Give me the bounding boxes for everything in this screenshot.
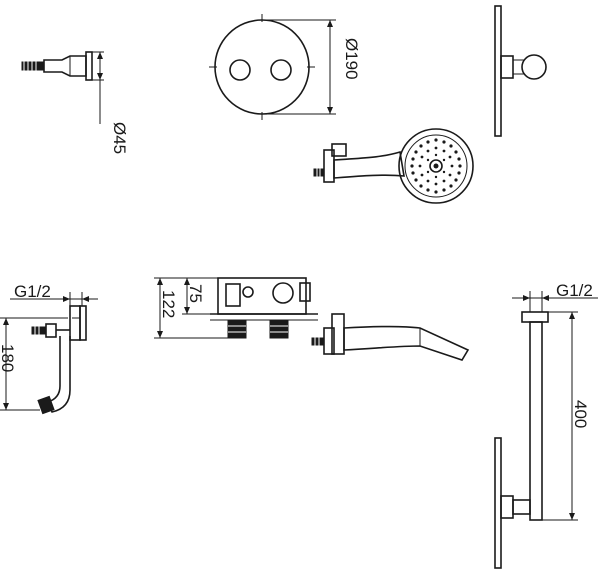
box-depth-label: 122 [159,290,178,318]
riser-front-view: G1/2 400 [494,281,598,569]
thread-right-label: G1/2 [556,281,593,300]
nozzle-pattern [410,138,462,194]
riser-length-label: 400 [571,400,590,428]
hand-shower-side-view [311,313,470,361]
elbow-diameter-label: Ø45 [110,122,129,154]
spout-height-label: 75 [186,284,205,303]
spout-length-label: 180 [0,344,17,372]
escutcheon-diameter-label: Ø190 [342,38,361,80]
escutcheon-front-view: Ø190 [209,14,361,120]
concealed-box-side-view: 75 122 [154,277,318,339]
hand-shower-front-view [313,128,474,204]
wall-elbow-top-view: Ø45 [21,51,129,154]
riser-side-view-top [494,5,547,137]
spout-side-view: G1/2 180 [0,282,98,415]
thread-left-label: G1/2 [14,282,51,301]
